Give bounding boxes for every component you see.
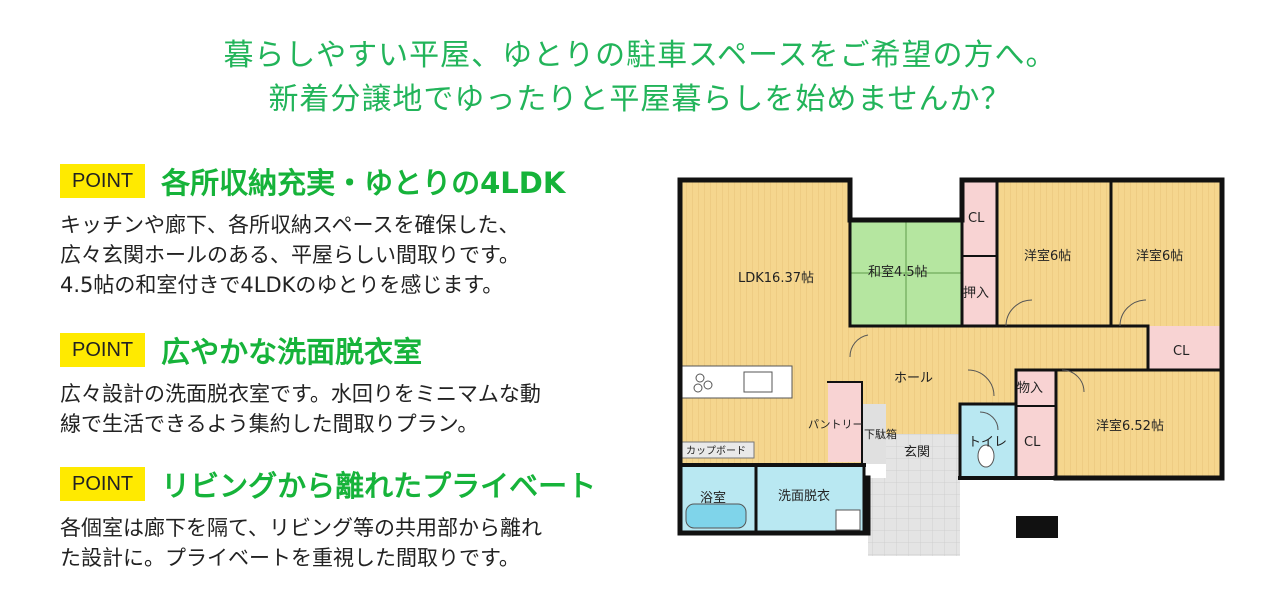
point-title: リビングから離れたプライベート: [161, 469, 597, 503]
cl-right-floor: [1148, 326, 1222, 370]
point-badge: POINT: [60, 467, 146, 501]
point-3-line-2: た設計に。プライベートを重視した間取りです。: [60, 546, 520, 570]
room-label-toilet: トイレ: [968, 435, 1007, 450]
point-2-line-2: 線で生活できるよう集約した間取りプラン。: [60, 412, 479, 436]
room-label-pantry: パントリー: [808, 418, 864, 431]
point-2-description: 広々設計の洗面脱衣室です。水回りをミニマムな動 線で生活できるよう集約した間取り…: [60, 379, 541, 439]
room-label-genkan: 玄関: [904, 445, 930, 460]
room-label-yokushitsu: 浴室: [700, 490, 726, 506]
room-label-oshiire: 押入: [963, 286, 989, 301]
point-2-line-1: 広々設計の洗面脱衣室です。水回りをミニマムな動: [60, 382, 541, 406]
room-label-yoshitsu-2: 洋室6帖: [1136, 248, 1183, 264]
toilet-bowl: [977, 444, 995, 468]
room-label-hall: ホール: [894, 371, 933, 386]
room-label-yoshitsu-1: 洋室6帖: [1024, 248, 1071, 264]
room-label-getabako: 下駄箱: [864, 427, 897, 441]
room-label-ldk: LDK16.37帖: [738, 271, 814, 286]
ldk-floor: [680, 180, 850, 465]
headline-line-2: 新着分譲地でゆったりと平屋暮らしを始めませんか？: [268, 82, 1012, 117]
monoire-floor: [1016, 370, 1056, 406]
yoshitsu2-floor: [1111, 180, 1222, 326]
cl-top-floor: [962, 180, 997, 256]
room-label-cl-top: CL: [968, 211, 985, 226]
room-label-senmen: 洗面脱衣: [778, 488, 830, 504]
cl-bottom-floor: [1016, 406, 1056, 478]
point-1-line-3: 4.5帖の和室付きで4LDKのゆとりを感じます。: [60, 273, 504, 297]
porch-floor: [868, 478, 960, 556]
point-2-header: POINT 広やかな洗面脱衣室: [60, 331, 422, 369]
headline: 暮らしやすい平屋、ゆとりの駐車スペースをご希望の方へ。 新着分譲地でゆったりと平…: [0, 34, 1280, 122]
bathtub: [685, 503, 747, 529]
pantry-floor: [828, 382, 862, 462]
point-3-description: 各個室は廊下を隔て、リビング等の共用部から離れ た設計に。プライベートを重視した…: [60, 513, 542, 573]
room-label-yoshitsu-3: 洋室6.52帖: [1096, 418, 1164, 434]
walls: [677, 177, 1225, 536]
oshiire-floor: [962, 256, 997, 326]
yoshitsu1-floor: [997, 180, 1111, 326]
parking-marker: [1016, 516, 1058, 538]
genkan-floor: [886, 434, 960, 478]
point-1-line-1: キッチンや廊下、各所収納スペースを確保した、: [60, 213, 520, 237]
floor-plan: LDK16.37帖 和室4.5帖 押入 CL 洋室6帖 洋室6帖 CL ホール …: [677, 177, 1225, 556]
point-badge: POINT: [60, 333, 146, 367]
getabako-floor: [862, 404, 886, 464]
room-label-cl-right: CL: [1173, 344, 1190, 359]
point-title: 各所収納充実・ゆとりの4LDK: [161, 166, 566, 200]
point-1-description: キッチンや廊下、各所収納スペースを確保した、 広々玄関ホールのある、平屋らしい間…: [60, 210, 520, 300]
headline-line-1: 暮らしやすい平屋、ゆとりの駐車スペースをご希望の方へ。: [223, 38, 1057, 73]
room-label-monoire: 物入: [1017, 381, 1043, 396]
point-1-line-2: 広々玄関ホールのある、平屋らしい間取りです。: [60, 243, 520, 267]
door-swings: [849, 299, 1147, 431]
room-label-cupboard: カップボード: [686, 445, 746, 457]
point-title: 広やかな洗面脱衣室: [161, 335, 423, 369]
room-label-cl-bottom: CL: [1024, 435, 1041, 450]
point-badge: POINT: [60, 164, 146, 198]
point-1-header: POINT 各所収納充実・ゆとりの4LDK: [60, 162, 565, 200]
point-3-line-1: 各個室は廊下を隔て、リビング等の共用部から離れ: [60, 516, 542, 540]
room-label-washitsu: 和室4.5帖: [868, 264, 928, 280]
wash-basin: [835, 509, 861, 531]
point-3-header: POINT リビングから離れたプライベート: [60, 465, 596, 503]
